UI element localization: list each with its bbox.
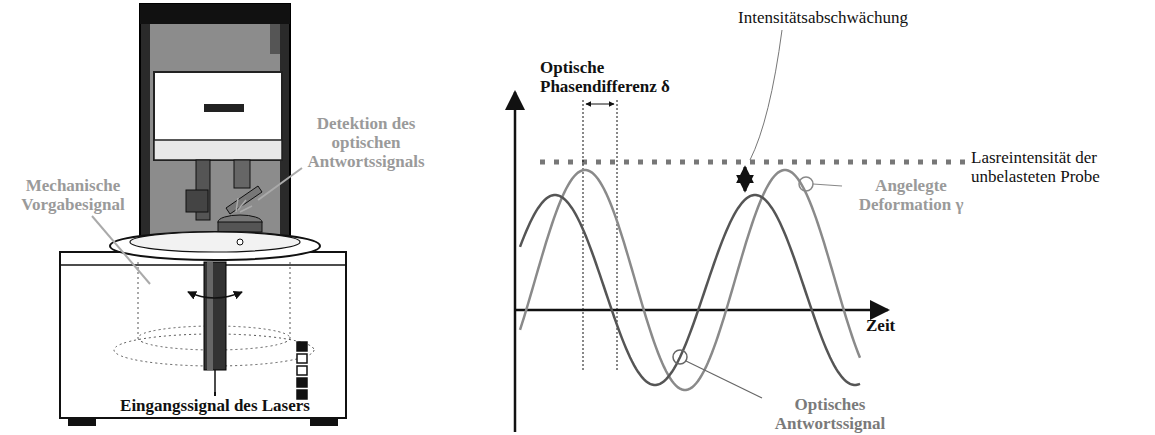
rheometer bbox=[60, 4, 346, 426]
callout-label: Eingangssignal des Lasers bbox=[120, 396, 310, 415]
signal-chart bbox=[515, 30, 965, 432]
curve-label: Optisches Antwortssignal bbox=[760, 395, 900, 433]
annotation-label: Lasreintensität der unbelasteten Probe bbox=[971, 148, 1151, 186]
callout-label: Detektion des optischen Antwortssignals bbox=[296, 114, 436, 171]
curve-label: Angelegte Deformation γ bbox=[846, 176, 976, 214]
axis-annotation: Optische Phasendifferenz δ bbox=[540, 58, 690, 96]
callout-label: Mechanische Vorgabesignal bbox=[8, 176, 138, 214]
annotation-label: Intensitätsabschwächung bbox=[738, 8, 938, 27]
axis-label: Zeit bbox=[866, 316, 916, 335]
